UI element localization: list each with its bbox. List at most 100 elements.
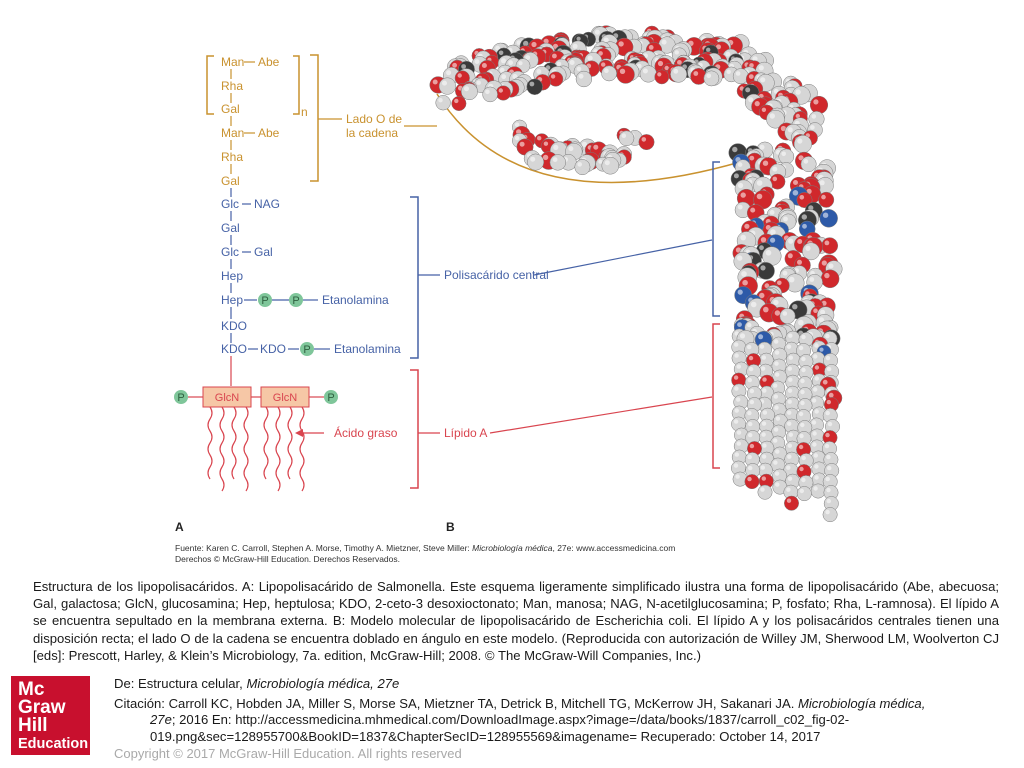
- atom-highlight: [474, 59, 480, 64]
- atom-highlight: [759, 344, 765, 349]
- atom-highlight: [476, 80, 481, 85]
- atom-highlight: [822, 379, 828, 385]
- atom-highlight: [495, 45, 500, 51]
- atom-highlight: [587, 55, 593, 61]
- atom-highlight: [457, 73, 462, 78]
- source-reference: De: Estructura celular, Microbiología mé…: [114, 676, 400, 691]
- atom: [654, 69, 670, 85]
- atom-highlight: [531, 41, 537, 48]
- atom-highlight: [824, 272, 830, 279]
- atom-highlight: [813, 453, 818, 458]
- atom-highlight: [762, 388, 767, 393]
- phosphate-icon: [289, 293, 303, 307]
- atom-highlight: [811, 398, 817, 403]
- atom: [779, 308, 796, 325]
- atom-highlight: [801, 214, 807, 220]
- atom-highlight: [821, 194, 826, 200]
- atom-highlight: [706, 47, 711, 52]
- atom-highlight: [798, 155, 804, 161]
- atom-highlight: [452, 62, 457, 68]
- figure-caption: Estructura de los lipopolisacáridos. A: …: [33, 579, 999, 663]
- atom-highlight: [603, 37, 609, 43]
- residue-gal: Gal: [254, 245, 273, 259]
- atom: [435, 95, 451, 111]
- atom-highlight: [747, 344, 752, 350]
- atom: [575, 70, 593, 88]
- atom-highlight: [516, 40, 522, 45]
- atom: [438, 77, 456, 95]
- atom-highlight: [461, 64, 466, 69]
- atom-highlight: [726, 69, 731, 75]
- atom-highlight: [543, 141, 549, 146]
- atom-highlight: [801, 477, 806, 483]
- residue-nag: NAG: [254, 197, 280, 211]
- atom: [778, 148, 795, 165]
- oside-repeat-unit: Man Abe Rha Gal: [221, 55, 280, 126]
- atom-highlight: [481, 63, 487, 68]
- atom-highlight: [783, 216, 788, 222]
- atom-highlight: [809, 277, 815, 282]
- atom-highlight: [664, 65, 669, 71]
- atom-highlight: [735, 474, 740, 479]
- phosphate-label: P: [292, 295, 299, 307]
- atom-highlight: [642, 68, 648, 74]
- atom-highlight: [770, 237, 776, 243]
- atom: [670, 65, 688, 83]
- atom-highlight: [542, 154, 549, 161]
- atom-highlight: [775, 372, 780, 377]
- atom-highlight: [760, 77, 766, 83]
- phosphate-icon: [174, 390, 188, 404]
- atom-highlight: [820, 309, 826, 315]
- atom-highlight: [621, 133, 627, 138]
- atom-highlight: [787, 127, 793, 133]
- atom-highlight: [525, 55, 531, 60]
- residue-rha: Rha: [221, 79, 243, 93]
- atom-highlight: [825, 432, 830, 438]
- atom-highlight: [576, 36, 581, 41]
- atom-highlight: [819, 180, 825, 186]
- atom: [796, 486, 812, 502]
- atom-highlight: [738, 182, 744, 189]
- atom-highlight: [827, 465, 832, 471]
- atom: [809, 95, 829, 115]
- atom-highlight: [792, 304, 798, 310]
- atom: [800, 156, 817, 173]
- atom-highlight: [741, 271, 747, 277]
- residue-glc: Glc: [221, 197, 239, 211]
- atom-highlight: [734, 353, 739, 358]
- residue-kdo: KDO: [221, 319, 247, 333]
- atom-highlight: [446, 70, 452, 76]
- phosphate-icon: [324, 390, 338, 404]
- atom-highlight: [787, 388, 793, 393]
- atom: [526, 78, 543, 95]
- atom-highlight: [508, 60, 513, 66]
- atom-highlight: [442, 80, 447, 86]
- atom-highlight: [754, 101, 760, 107]
- atom-highlight: [792, 190, 799, 196]
- core-polysaccharide: Glc NAG Gal Glc Gal Hep Hep P P Etanolam…: [221, 197, 401, 386]
- atom-highlight: [812, 431, 817, 436]
- atom-highlight: [774, 361, 779, 366]
- atom-highlight: [787, 253, 793, 259]
- atom-highlight: [800, 400, 805, 406]
- atom-highlight: [797, 239, 803, 244]
- atom-highlight: [572, 43, 578, 49]
- atom-highlight: [808, 205, 814, 211]
- atom-highlight: [512, 74, 518, 79]
- atom-highlight: [744, 223, 750, 229]
- atom-highlight: [550, 74, 556, 79]
- atom-highlight: [749, 63, 754, 68]
- atom: [818, 191, 835, 208]
- atom-highlight: [795, 89, 801, 95]
- atom: [639, 65, 657, 83]
- atom-highlight: [577, 162, 582, 167]
- atom: [822, 507, 838, 523]
- atom-highlight: [786, 487, 791, 492]
- atom-highlight: [749, 388, 755, 394]
- atom-highlight: [801, 367, 806, 373]
- atom-highlight: [736, 441, 741, 446]
- atom-highlight: [748, 421, 753, 427]
- atom-highlight: [803, 159, 809, 164]
- atom-highlight: [773, 438, 778, 443]
- atom-highlight: [765, 250, 772, 256]
